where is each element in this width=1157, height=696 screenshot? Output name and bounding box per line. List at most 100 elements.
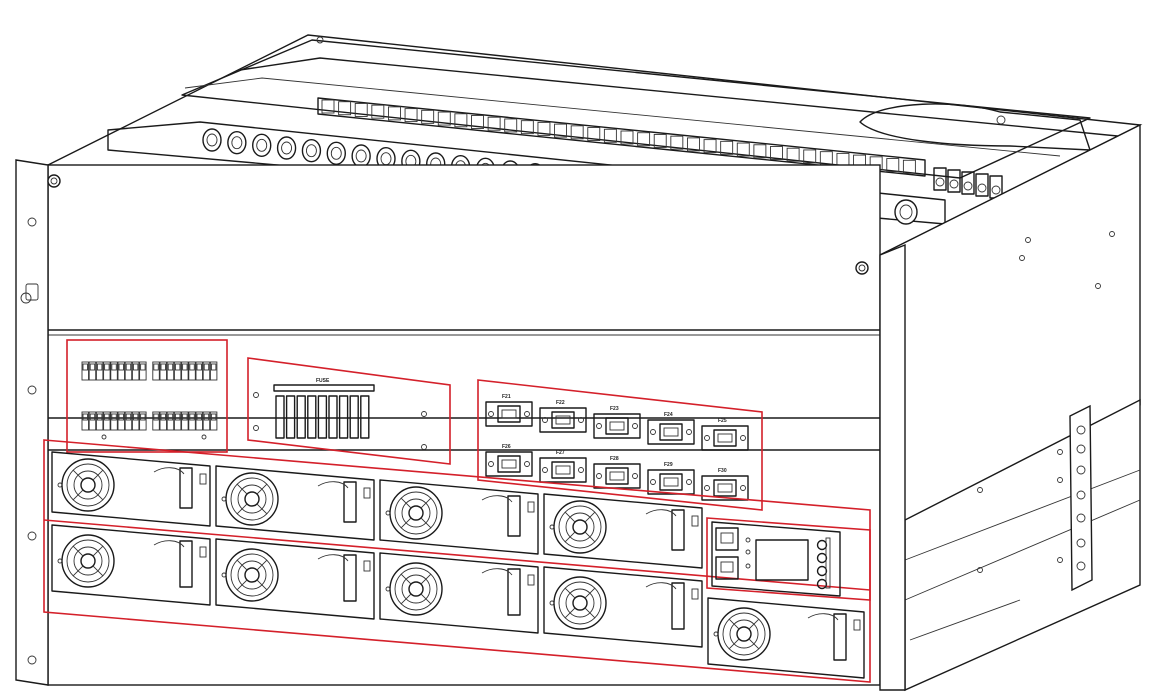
- controller-unit: [706, 517, 871, 601]
- terminal-slot: [321, 99, 335, 114]
- fuse-panel-highlight: [247, 357, 451, 465]
- breaker-terminal: [139, 361, 147, 381]
- rectifier-module: [543, 493, 703, 569]
- mounting-hole: [1076, 561, 1086, 571]
- cable-gland: [894, 199, 918, 225]
- terminal-slot: [520, 120, 534, 135]
- fuse-holder: [338, 395, 349, 439]
- terminal-slot: [703, 139, 717, 154]
- terminal-slot: [620, 130, 634, 145]
- mounting-hole: [1076, 538, 1086, 548]
- socket-label: F22: [556, 400, 565, 406]
- fuse-panel: FUSE: [247, 357, 451, 465]
- power-socket: F30: [701, 468, 749, 501]
- screw-icon: [996, 115, 1006, 125]
- terminal-slot: [570, 125, 584, 140]
- terminal-slot: [603, 128, 617, 143]
- rj45-port-icon: [715, 527, 739, 551]
- screw-icon: [27, 531, 37, 541]
- rectifier-shelf-highlight: [43, 439, 871, 683]
- breaker-terminal: [159, 411, 167, 431]
- terminal-slot: [753, 144, 767, 159]
- screw-icon: [47, 174, 61, 188]
- screw-icon: [27, 385, 37, 395]
- cable-gland: [276, 136, 297, 160]
- power-socket: F22: [539, 400, 587, 433]
- terminal-slot: [504, 118, 518, 133]
- breaker-panel: [66, 339, 228, 453]
- breaker-terminal: [159, 361, 167, 381]
- terminal-slot: [371, 104, 385, 119]
- socket-label: F29: [664, 462, 673, 468]
- socket-label: F26: [502, 444, 511, 450]
- cable-gland: [252, 133, 272, 158]
- fuse-holder: [285, 395, 296, 439]
- breaker-terminal: [103, 411, 111, 431]
- rectifier-module: [215, 465, 375, 541]
- breaker-terminal: [173, 361, 182, 381]
- breaker-terminal: [81, 411, 89, 431]
- breaker-terminal: [131, 411, 140, 431]
- fan-icon: [553, 500, 607, 554]
- breaker-terminal: [131, 361, 140, 381]
- cable-gland: [227, 130, 247, 155]
- socket-label: F23: [610, 406, 619, 412]
- breaker-terminal: [95, 411, 104, 431]
- terminal-slot: [933, 167, 947, 191]
- terminal-slot: [537, 121, 551, 136]
- screw-icon: [316, 36, 324, 44]
- front-panel: [47, 164, 881, 686]
- fuse-holder: [360, 395, 370, 439]
- terminal-slot: [421, 109, 435, 124]
- terminal-slot: [653, 133, 667, 148]
- terminal-slot: [637, 132, 651, 147]
- lcd-display-icon: [755, 539, 809, 581]
- fan-icon: [553, 576, 607, 630]
- terminal-slot: [886, 158, 900, 173]
- breaker-terminal: [166, 411, 175, 431]
- terminal-slot: [338, 101, 352, 116]
- rectifier-module: [51, 451, 211, 527]
- breaker-terminal: [181, 361, 189, 381]
- breaker-terminal: [139, 411, 147, 431]
- mounting-hole: [1076, 490, 1086, 500]
- breaker-terminal: [81, 361, 89, 381]
- breaker-terminal: [181, 411, 189, 431]
- socket-label: F30: [718, 468, 727, 474]
- breaker-terminal: [202, 361, 211, 381]
- terminal-slot: [786, 147, 800, 162]
- rectifier-module: [51, 524, 211, 606]
- breaker-terminal: [195, 411, 203, 431]
- terminal-slot: [554, 123, 568, 138]
- fuse-holder: [296, 395, 306, 439]
- terminal-slot: [670, 135, 684, 150]
- breaker-terminal: [88, 361, 97, 381]
- fuse-holder: [275, 395, 285, 439]
- cable-gland: [326, 141, 346, 166]
- power-socket: F25: [701, 418, 749, 451]
- terminal-block-strip: [317, 97, 926, 177]
- breaker-terminal: [152, 411, 160, 431]
- screw-icon: [20, 292, 32, 304]
- breaker-terminal: [188, 361, 196, 381]
- rack-ear-left: [15, 159, 49, 686]
- mounting-hole: [1076, 513, 1086, 523]
- terminal-slot: [947, 169, 961, 193]
- fan-icon: [389, 562, 443, 616]
- rack-ear-right: [879, 243, 906, 691]
- breaker-panel-highlight: [66, 339, 228, 453]
- terminal-slot: [454, 113, 468, 128]
- socket-label: F27: [556, 450, 565, 456]
- breaker-terminal: [110, 361, 118, 381]
- terminal-slot: [975, 173, 989, 197]
- breaker-terminal: [209, 411, 218, 431]
- rectifier-module: [543, 566, 703, 648]
- terminal-slot: [961, 171, 975, 195]
- rj45-port-icon: [715, 556, 739, 580]
- fuse-panel-title: FUSE: [316, 378, 330, 384]
- terminal-slot: [770, 146, 783, 160]
- socket-label: F25: [718, 418, 727, 424]
- screw-icon: [27, 655, 37, 665]
- terminal-slot: [587, 127, 601, 142]
- rectifier-module: [707, 597, 865, 679]
